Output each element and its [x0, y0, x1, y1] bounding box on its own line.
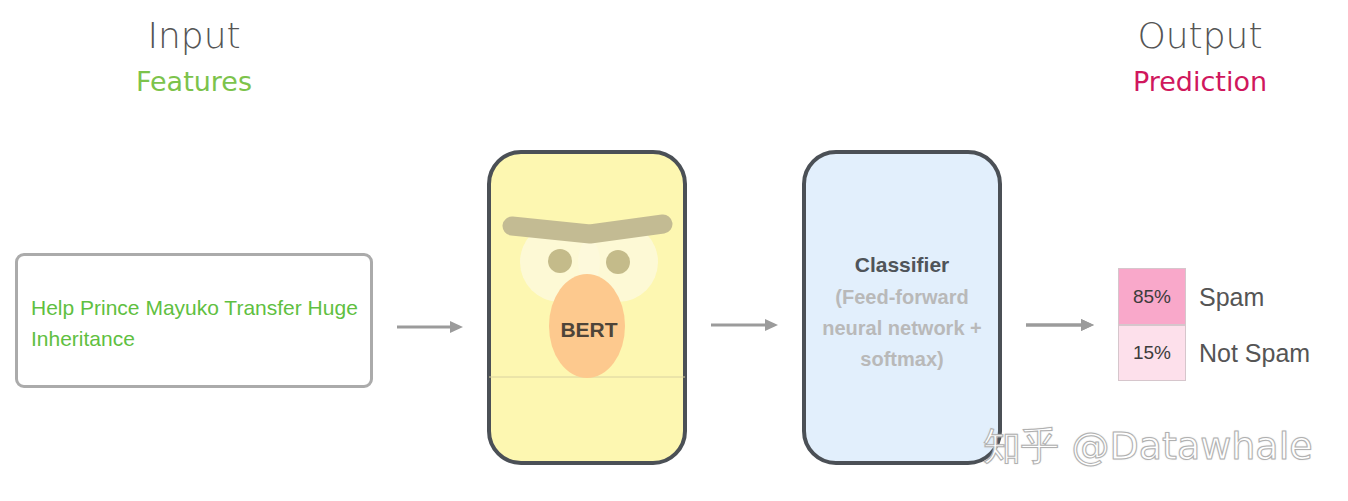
class-label: Not Spam: [1199, 338, 1348, 368]
class-label: Spam: [1199, 282, 1348, 312]
model-box: BERT: [487, 150, 687, 465]
probability-cell: 15%Not Spam: [1118, 325, 1186, 381]
eye-pupil: [606, 250, 630, 274]
section-heading: Input: [147, 15, 240, 56]
probability-cell: 85%Spam: [1118, 268, 1186, 325]
flow-arrow: [711, 324, 767, 327]
section-heading: Output: [1137, 15, 1262, 56]
eye-white: [578, 222, 658, 302]
input-text: Help Prince Mayuko Transfer Huge Inherit…: [31, 292, 361, 354]
classifier-box: Classifier (Feed-forward neural network +…: [802, 150, 1002, 465]
eye-white: [520, 222, 600, 302]
classifier-detail: (Feed-forward neural network + softmax): [806, 282, 998, 375]
flow-arrow: [1026, 324, 1083, 327]
section-subheading: Prediction: [1133, 66, 1267, 97]
input-box: Help Prince Mayuko Transfer Huge Inherit…: [15, 253, 373, 388]
nose: [549, 274, 625, 378]
face-line: [489, 377, 685, 378]
flow-arrow: [397, 326, 452, 329]
classifier-title: Classifier: [806, 252, 998, 278]
probability-value: 85%: [1119, 285, 1185, 309]
flow-arrow: [1026, 324, 1083, 327]
section-subheading: Features: [136, 66, 252, 97]
eye-pupil: [548, 249, 572, 273]
watermark: 知乎 @Datawhale: [983, 421, 1312, 472]
eyebrow: [512, 224, 663, 234]
probability-value: 15%: [1119, 341, 1185, 365]
model-name: BERT: [491, 317, 687, 343]
